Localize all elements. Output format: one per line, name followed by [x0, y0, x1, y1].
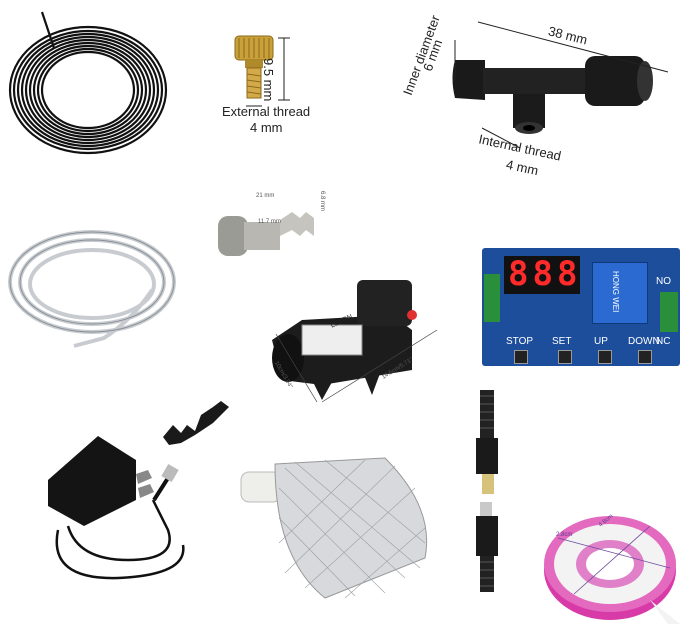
nozzle-thread-label-1: External thread [222, 104, 311, 119]
teflon-tape [544, 516, 680, 624]
relay-button-label-stop: STOP [506, 336, 534, 347]
nozzle-thread-label-2: 4 mm [250, 120, 283, 135]
clear-tubing-coil [8, 230, 176, 348]
brass-nozzle [234, 35, 274, 99]
dc-plug-female [476, 502, 498, 592]
relay-brand: HONG WEI [611, 271, 620, 313]
relay-button-up [598, 350, 612, 364]
nozzle-dimension-lines [246, 37, 290, 107]
black-tubing-coil [8, 11, 168, 155]
barbed-connector [163, 401, 229, 445]
relay-display-digits: 888 [508, 254, 582, 294]
relay-button-label-set: SET [552, 336, 572, 347]
diaphragm-pump [272, 280, 438, 403]
mesh-filter [240, 457, 428, 599]
power-adapter [48, 436, 185, 580]
quick-connector-end-label: 6.8 mm [319, 190, 326, 212]
quick-connector-body-label: 11.7 mm [258, 219, 281, 225]
relay-no-label: NO [656, 276, 671, 287]
relay-module: HONG WEI [592, 262, 648, 324]
relay-terminal-right [660, 292, 678, 332]
relay-nc-label: NC [656, 336, 671, 347]
relay-board: 888 HONG WEI NO NC STOP SET UP DOWN [482, 248, 680, 366]
relay-button-down [638, 350, 652, 364]
dc-plug-male [476, 390, 498, 494]
relay-terminal-left [484, 274, 500, 322]
relay-button-label-down: DOWN [628, 336, 660, 347]
quick-connector-length-label: 21 mm [256, 193, 275, 199]
tee-connector [452, 56, 653, 134]
quick-connector [218, 212, 314, 256]
relay-button-label-up: UP [594, 336, 608, 347]
tee-dimension-lines [454, 21, 669, 149]
relay-display: 888 [504, 254, 582, 294]
relay-button-stop [514, 350, 528, 364]
teflon-width-label: 2.8cm [556, 532, 573, 538]
relay-button-set [558, 350, 572, 364]
